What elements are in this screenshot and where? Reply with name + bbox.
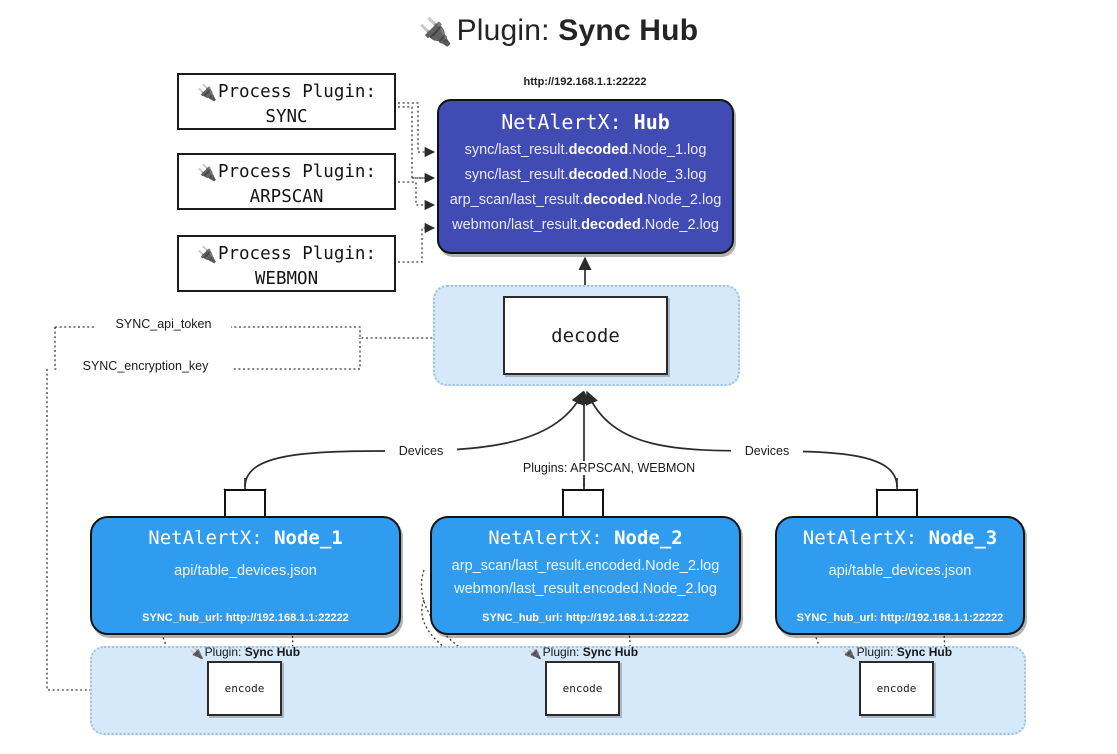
node-lines: api/table_devices.json	[92, 560, 399, 583]
encode-plugin-label-3: 🔌Plugin: Sync Hub	[841, 645, 953, 660]
node-lines: arp_scan/last_result.encoded.Node_2.log …	[432, 555, 739, 602]
node-title-prefix: NetAlertX:	[802, 527, 918, 549]
node-line: api/table_devices.json	[174, 563, 317, 579]
hub-title: NetAlertX: Hub	[439, 110, 732, 134]
plug-icon: 🔌	[527, 648, 542, 660]
node-title: NetAlertX: Node_3	[777, 527, 1023, 549]
node-line: api/table_devices.json	[828, 563, 972, 579]
page-title-name: Sync Hub	[558, 14, 699, 47]
hub-log-list: sync/last_result.decoded.Node_1.log sync…	[439, 138, 732, 238]
setting-encryption-key-label: SYNC_encryption_key	[58, 359, 233, 373]
node-hub-url-footer: SYNC_hub_url: http://192.168.1.1:22222	[142, 612, 349, 624]
hub-url-label: http://192.168.1.1:22222	[523, 76, 647, 88]
process-plugin-value: SYNC	[265, 106, 308, 127]
node-title: NetAlertX: Node_1	[92, 527, 399, 549]
plug-icon: 🔌	[197, 245, 217, 264]
node-title-prefix: NetAlertX:	[148, 527, 263, 549]
hub-log-line: sync/last_result.decoded.Node_3.log	[464, 166, 707, 183]
node-title-name: Node_1	[274, 527, 343, 549]
process-plugin-box-webmon[interactable]: 🔌Process Plugin: WEBMON	[177, 235, 396, 292]
process-plugin-box-arpscan[interactable]: 🔌Process Plugin: ARPSCAN	[177, 153, 396, 210]
node-hub-url-footer: SYNC_hub_url: http://192.168.1.1:22222	[796, 612, 1004, 624]
node-title-name: Node_2	[614, 527, 683, 549]
page-title: 🔌Plugin: Sync Hub	[0, 14, 1117, 48]
decode-box[interactable]: decode	[503, 296, 668, 375]
node-title: NetAlertX: Node_2	[432, 527, 739, 549]
node-line: webmon/last_result.encoded.Node_2.log	[454, 581, 717, 598]
page-title-prefix: Plugin:	[456, 14, 550, 47]
node-hub-url-footer: SYNC_hub_url: http://192.168.1.1:22222	[482, 612, 689, 624]
edge-label-devices-left: Devices	[385, 444, 457, 458]
node-box-node-1[interactable]: NetAlertX: Node_1 api/table_devices.json…	[90, 516, 401, 635]
edge-label-devices-right: Devices	[731, 444, 803, 458]
node-lines: api/table_devices.json	[777, 560, 1023, 583]
envelope-stems	[244, 478, 898, 489]
node-title-prefix: NetAlertX:	[488, 527, 603, 549]
plugin-to-hub-edges	[398, 102, 436, 263]
settings-routes	[46, 326, 500, 696]
setting-api-token-label: SYNC_api_token	[96, 317, 231, 331]
plug-icon: 🔌	[841, 648, 856, 660]
plug-icon: 🔌	[197, 163, 217, 182]
encode-plugin-label-2: 🔌Plugin: Sync Hub	[527, 645, 639, 660]
plug-icon: 🔌	[418, 17, 453, 47]
node-box-node-3[interactable]: NetAlertX: Node_3 api/table_devices.json…	[775, 516, 1025, 635]
hub-log-line: sync/last_result.decoded.Node_1.log	[464, 142, 707, 158]
process-plugin-label: Process Plugin:	[217, 244, 376, 264]
process-plugin-value: WEBMON	[254, 268, 319, 289]
encode-box-3[interactable]: encode	[859, 661, 934, 716]
plug-icon: 🔌	[197, 83, 217, 102]
process-plugin-label: Process Plugin:	[217, 162, 376, 182]
node-line: arp_scan/last_result.encoded.Node_2.log	[451, 558, 720, 574]
node-title-name: Node_3	[928, 527, 998, 549]
hub-log-line: webmon/last_result.decoded.Node_2.log	[452, 216, 719, 233]
encode-plugin-label-1: 🔌Plugin: Sync Hub	[189, 645, 301, 660]
process-plugin-value: ARPSCAN	[249, 186, 324, 207]
hub-title-prefix: NetAlertX:	[501, 110, 622, 134]
node-box-node-2[interactable]: NetAlertX: Node_2 arp_scan/last_result.e…	[430, 516, 741, 635]
hub-node-box[interactable]: NetAlertX: Hub sync/last_result.decoded.…	[437, 99, 734, 254]
edge-label-plugins-center: Plugins: ARPSCAN, WEBMON	[495, 461, 723, 475]
hub-log-line: arp_scan/last_result.decoded.Node_2.log	[449, 191, 722, 208]
process-plugin-label: Process Plugin:	[217, 82, 376, 102]
hub-title-name: Hub	[633, 110, 670, 134]
encode-box-1[interactable]: encode	[207, 661, 282, 716]
encode-box-2[interactable]: encode	[545, 661, 620, 716]
process-plugin-box-sync[interactable]: 🔌Process Plugin: SYNC	[177, 73, 396, 130]
plug-icon: 🔌	[189, 648, 204, 660]
